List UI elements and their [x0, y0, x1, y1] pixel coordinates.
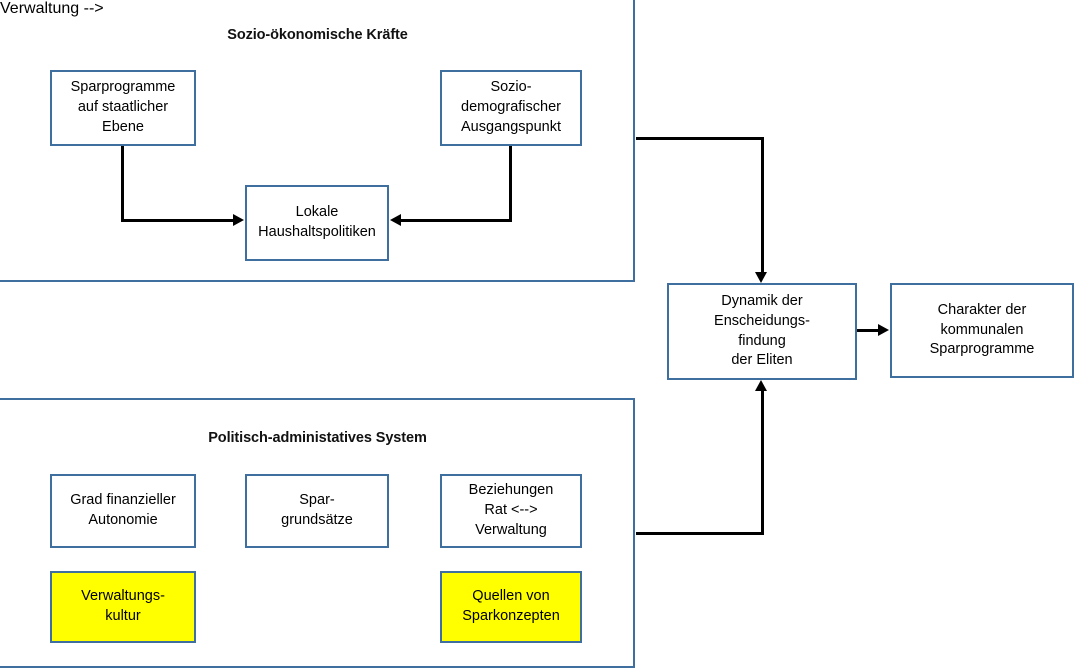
arrowhead-politico-to-dynamik: [755, 380, 767, 391]
node-verwaltungskultur[interactable]: Verwaltungs- kultur: [50, 571, 196, 643]
connector-soziodemo-to-lokale-horizontal: [401, 219, 512, 222]
node-label: Dynamik der Enscheidungs- findung der El…: [714, 293, 810, 369]
node-lokale-haushaltspolitiken[interactable]: Lokale Haushaltspolitiken: [245, 185, 389, 261]
node-spargrundsaetze[interactable]: Spar- grundsätze: [245, 474, 389, 548]
connector-soziodemo-to-lokale-vertical: [509, 146, 512, 222]
node-label: Beziehungen Rat <--> Verwaltung: [468, 482, 554, 538]
connector-politico-to-dynamik-horizontal: [636, 532, 764, 535]
node-label: Sparprogramme auf staatlicher Ebene: [70, 79, 176, 135]
group-title-socio-economic-forces: Sozio-ökonomische Kräfte: [227, 27, 408, 43]
connector-socio-to-dynamik-vertical: [761, 137, 764, 273]
node-beziehungen-rat-verwaltung[interactable]: Beziehungen Rat <--> Verwaltung: [440, 474, 582, 548]
connector-socio-to-dynamik-horizontal: [636, 137, 764, 140]
connector-dynamik-to-charakter-horizontal: [857, 329, 879, 332]
group-title-political-administrative-system: Politisch-administatives System: [208, 430, 427, 446]
node-label: Grad finanzieller Autonomie: [70, 492, 176, 528]
node-sparprogramme-staatlich[interactable]: Sparprogramme auf staatlicher Ebene: [50, 70, 196, 146]
node-sozio-demografischer-ausgangspunkt[interactable]: Sozio- demografischer Ausgangspunkt: [440, 70, 582, 146]
node-charakter-kommunale-sparprogramme[interactable]: Charakter der kommunalen Sparprogramme: [890, 283, 1074, 378]
node-dynamik-entscheidungsfindung[interactable]: Dynamik der Enscheidungs- findung der El…: [667, 283, 857, 380]
node-label: Verwaltungs- kultur: [81, 588, 165, 624]
arrowhead-sparprogramme-to-lokale: [233, 214, 244, 226]
node-label: Charakter der kommunalen Sparprogramme: [929, 301, 1035, 358]
node-label: Lokale Haushaltspolitiken: [258, 204, 376, 240]
group-political-administrative-system: [0, 398, 635, 668]
connector-sparprogramme-to-lokale-horizontal: [121, 219, 233, 222]
connector-sparprogramme-to-lokale-vertical: [121, 146, 124, 222]
node-grad-finanzieller-autonomie[interactable]: Grad finanzieller Autonomie: [50, 474, 196, 548]
node-quellen-von-sparkonzepten[interactable]: Quellen von Sparkonzepten: [440, 571, 582, 643]
arrowhead-socio-to-dynamik: [755, 272, 767, 283]
node-label: Quellen von Sparkonzepten: [462, 588, 560, 624]
group-socio-economic-forces: [0, 0, 635, 282]
arrowhead-dynamik-to-charakter: [878, 324, 889, 336]
node-label: Sozio- demografischer Ausgangspunkt: [461, 79, 561, 135]
node-label: Spar- grundsätze: [281, 492, 353, 528]
arrowhead-soziodemo-to-lokale: [390, 214, 401, 226]
connector-politico-to-dynamik-vertical: [761, 391, 764, 535]
